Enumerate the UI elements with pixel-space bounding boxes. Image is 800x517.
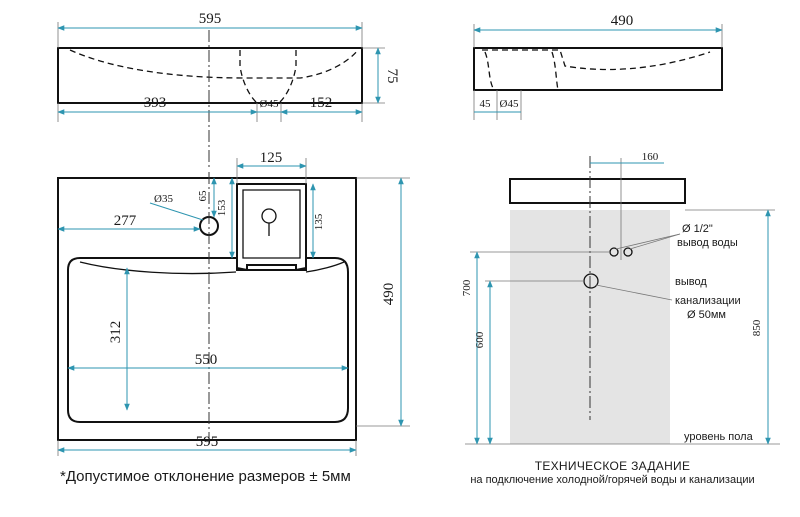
- dim-side-length-label: 490: [611, 13, 634, 29]
- dim-tap-hole-leader: [149, 202, 204, 221]
- dim-tap-hole-left-label: 277: [114, 213, 137, 229]
- dim-top-right-offset-label: 152: [310, 95, 333, 111]
- side-view-drain-pipe: [484, 51, 559, 91]
- dim-basin-depth-label: 312: [108, 321, 124, 344]
- tap-block: [236, 183, 307, 271]
- dim-top-left-offset-label: 393: [144, 95, 167, 111]
- install-spec: 160 Ø 1/2" вывод воды вывод канализации …: [461, 151, 780, 445]
- basin-rim-curve: [79, 261, 345, 275]
- spec-title: ТЕХНИЧЕСКОЕ ЗАДАНИЕ: [534, 459, 691, 473]
- side-view-outline: [473, 47, 723, 91]
- dim-total-depth-label: 490: [381, 283, 397, 306]
- dim-top-hole-label: Ø45: [260, 98, 279, 110]
- dim-top-depth-label: 75: [384, 69, 400, 84]
- drain-label-line2: канализации: [675, 295, 741, 307]
- water-outlet-label: вывод воды: [677, 237, 738, 249]
- dim-side-hole-label: Ø45: [500, 98, 519, 110]
- dim-install-850-label: 850: [751, 319, 763, 336]
- dim-tap-block-width-label: 125: [260, 150, 283, 166]
- top-view-inner-bowl: [69, 49, 359, 79]
- dim-tap-block-height-label: 153: [216, 199, 228, 216]
- top-view: 595 75 393 Ø45 152: [57, 11, 400, 170]
- dim-install-offset-label: 160: [642, 151, 659, 163]
- drain-hole-icon: [261, 208, 277, 224]
- drain-size-label: Ø 50мм: [687, 309, 726, 321]
- drain-label-line1: вывод: [675, 276, 707, 288]
- floor-label: уровень пола: [684, 431, 754, 443]
- dim-tap-hole-offset-label: 65: [197, 190, 209, 202]
- top-view-drain-pipe: [239, 50, 297, 103]
- basin-outline: [67, 257, 349, 423]
- spec-subtitle: на подключение холодной/горячей воды и к…: [470, 474, 755, 486]
- tolerance-note: *Допустимое отклонение размеров ± 5мм: [60, 468, 351, 485]
- dim-overflow-height-label: 135: [313, 213, 325, 230]
- dim-install-600-label: 600: [474, 331, 486, 348]
- dim-install-700-label: 700: [461, 279, 473, 296]
- tap-block-inner: [242, 189, 301, 259]
- dim-basin-width-label: 550: [195, 352, 218, 368]
- dim-top-width-label: 595: [199, 11, 222, 27]
- side-view: 490 45 Ø45: [473, 13, 723, 120]
- dim-total-width-label: 595: [196, 434, 219, 450]
- dim-tap-hole-label: Ø35: [154, 193, 173, 205]
- install-sink-block: [509, 178, 686, 204]
- side-view-inner-bowl: [482, 49, 711, 71]
- water-pipe-size-label: Ø 1/2": [682, 223, 713, 235]
- front-view: 125 Ø35 65 153 277 135 312 550 595 490: [57, 150, 410, 456]
- water-pipe-hot-icon: [623, 247, 633, 257]
- dim-side-left-offset-label: 45: [480, 98, 492, 110]
